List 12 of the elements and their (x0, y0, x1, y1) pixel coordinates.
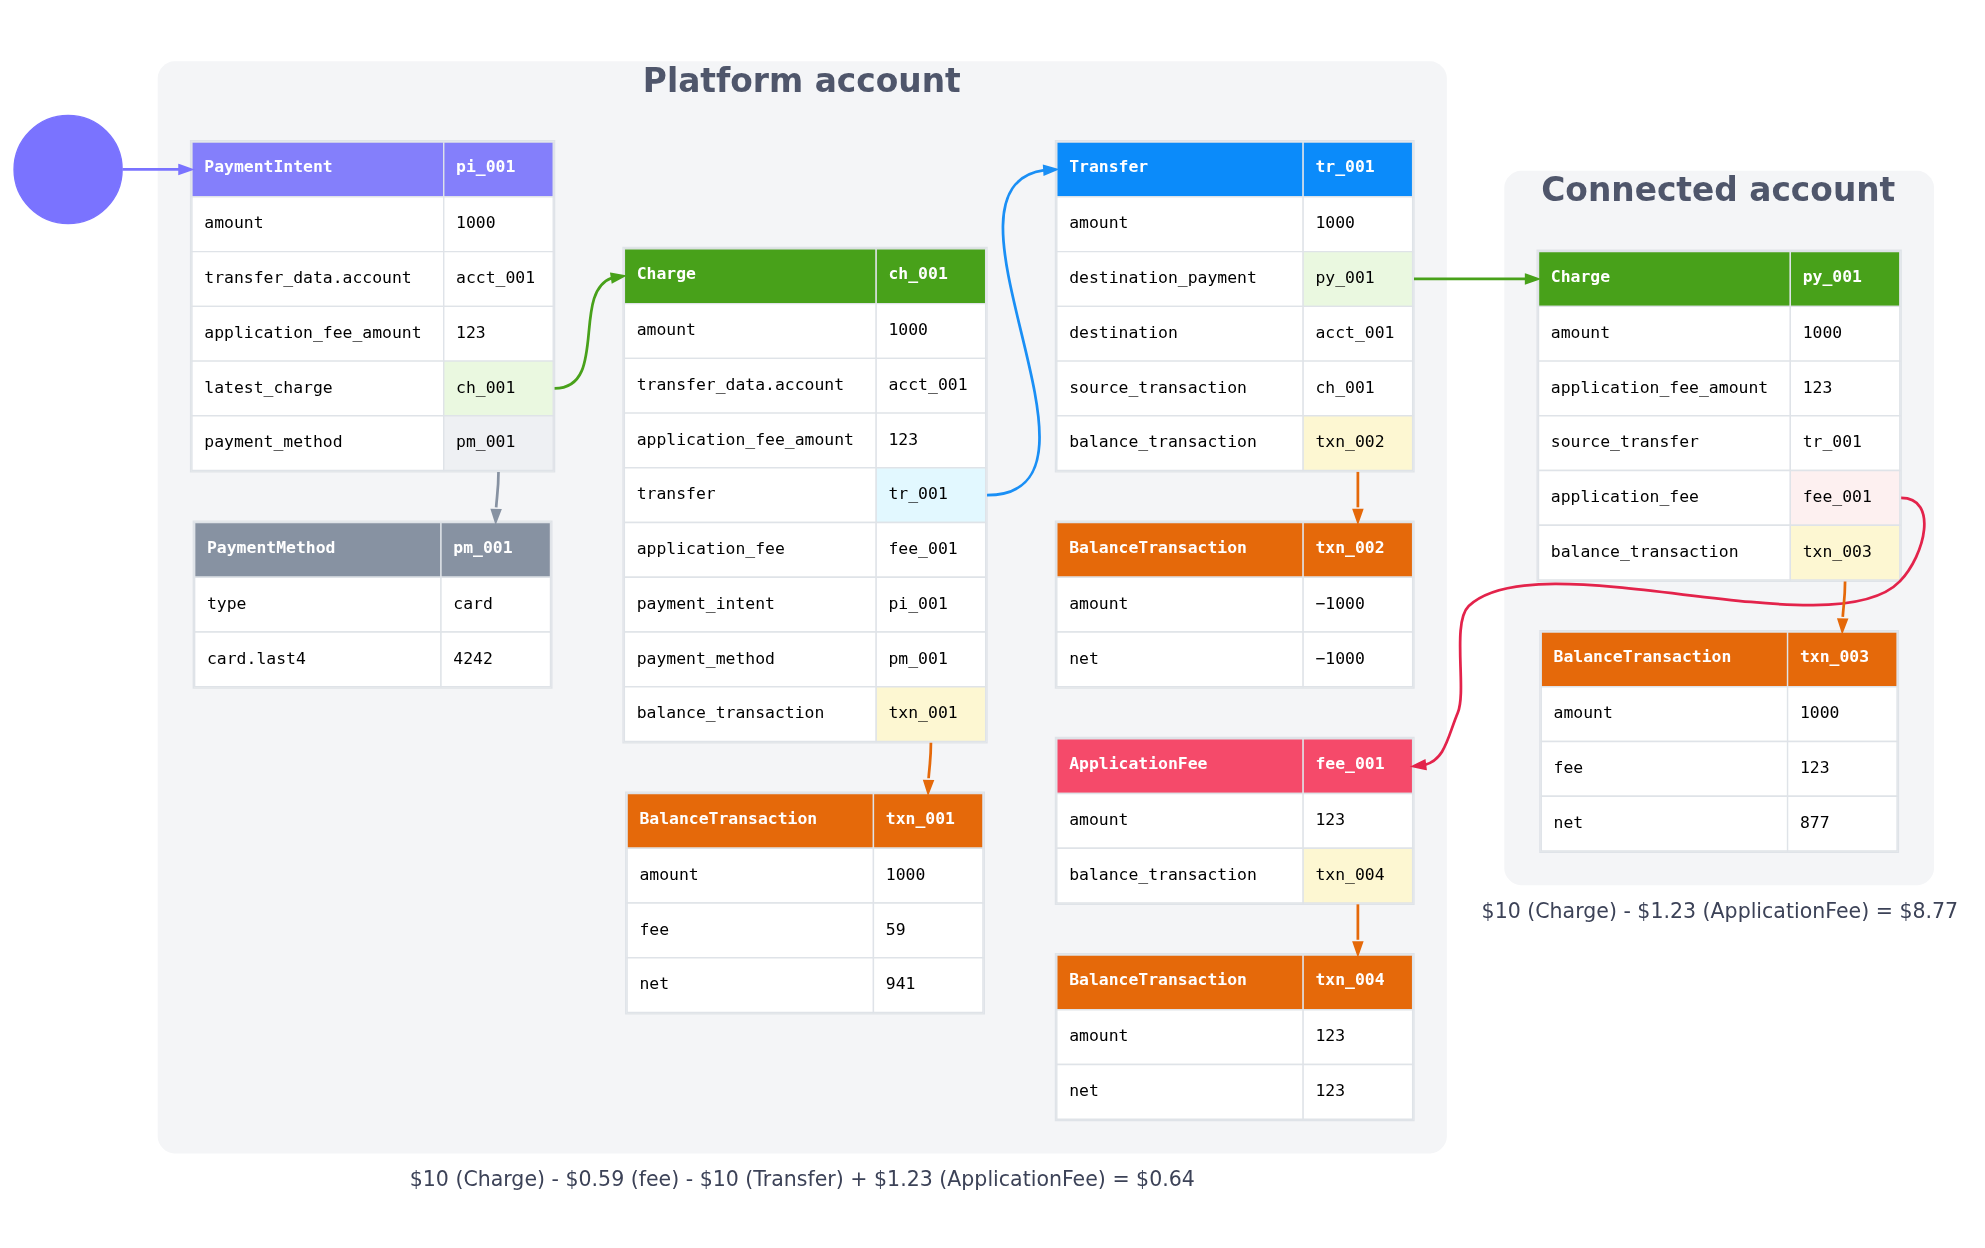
arrow (1414, 272, 1542, 285)
arrow (1836, 580, 1849, 635)
node-label: $10 (Charge) - $1.23 (ApplicationFee) = $8.77 (1481, 898, 1959, 923)
node-circle (13, 114, 123, 224)
arrow (122, 163, 195, 175)
arrow (1352, 471, 1364, 525)
arrow (554, 271, 628, 390)
arrow (986, 163, 1060, 497)
arrow (490, 471, 502, 525)
arrow (922, 742, 935, 796)
arrow (1352, 903, 1364, 958)
node-label: $10 (Charge) - $0.59 (fee) - $10 (Transfer) + $1.23 (ApplicationFee) = $0.64 (409, 1166, 1195, 1191)
